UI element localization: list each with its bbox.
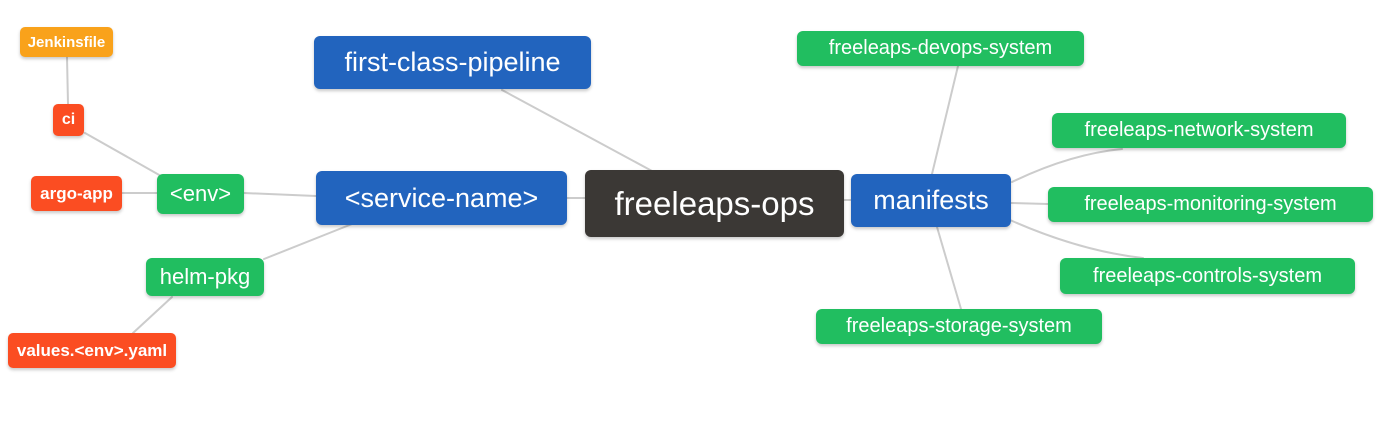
node-service-name[interactable]: <service-name> bbox=[316, 171, 567, 225]
node-freeleaps-monitoring-system[interactable]: freeleaps-monitoring-system bbox=[1048, 187, 1373, 222]
edge-values-helm-pkg bbox=[132, 296, 173, 334]
edge-manifests-network bbox=[1011, 148, 1123, 183]
node-argo-app[interactable]: argo-app bbox=[31, 176, 122, 211]
node-jenkinsfile[interactable]: Jenkinsfile bbox=[20, 27, 113, 57]
edge-manifests-controls bbox=[1009, 219, 1144, 259]
node-env[interactable]: <env> bbox=[157, 174, 244, 214]
node-first-class-pipeline[interactable]: first-class-pipeline bbox=[314, 36, 591, 89]
edge-env-service-name bbox=[243, 192, 317, 197]
node-manifests[interactable]: manifests bbox=[851, 174, 1011, 227]
node-freeleaps-controls-system[interactable]: freeleaps-controls-system bbox=[1060, 258, 1355, 294]
edge-helm-pkg-service-name bbox=[263, 223, 353, 260]
node-freeleaps-storage-system[interactable]: freeleaps-storage-system bbox=[816, 309, 1102, 344]
node-freeleaps-network-system[interactable]: freeleaps-network-system bbox=[1052, 113, 1346, 148]
edge-jenkinsfile-ci bbox=[66, 56, 69, 105]
node-freeleaps-ops[interactable]: freeleaps-ops bbox=[585, 170, 844, 237]
edge-manifests-devops bbox=[931, 65, 959, 175]
edge-ci-env bbox=[84, 132, 162, 177]
node-freeleaps-devops-system[interactable]: freeleaps-devops-system bbox=[797, 31, 1084, 66]
edge-manifests-monitoring bbox=[1010, 202, 1049, 205]
node-ci[interactable]: ci bbox=[53, 104, 84, 136]
node-helm-pkg[interactable]: helm-pkg bbox=[146, 258, 264, 296]
edge-manifests-storage bbox=[936, 226, 962, 310]
node-values-env-yaml[interactable]: values.<env>.yaml bbox=[8, 333, 176, 368]
edge-pipeline-root bbox=[501, 89, 653, 172]
